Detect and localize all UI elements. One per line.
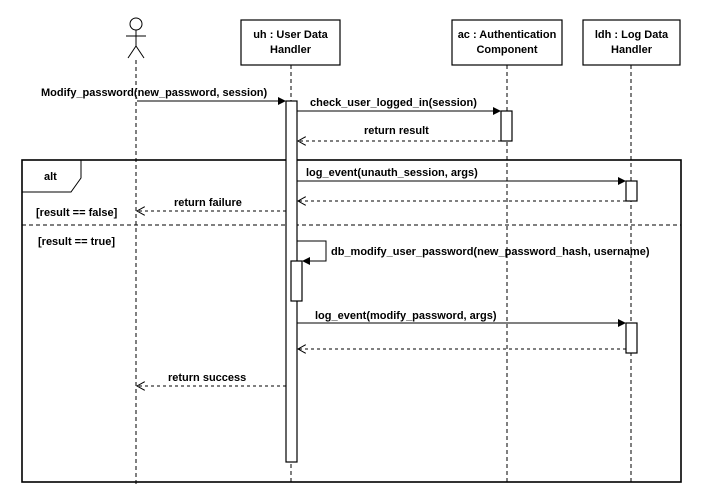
alt-operator-label: alt bbox=[44, 171, 57, 183]
participant-ldh[interactable]: ldh : Log Data Handler bbox=[582, 19, 681, 66]
participant-uh-label-line2: Handler bbox=[270, 44, 312, 56]
message-db-modify-self-call bbox=[297, 240, 327, 265]
message-log-event-modify-label: log_event(modify_password, args) bbox=[315, 310, 497, 322]
participant-uh[interactable]: uh : User Data Handler bbox=[240, 19, 341, 66]
stick-figure-icon bbox=[126, 17, 146, 59]
participant-ac-label-line1: ac : Authentication bbox=[458, 29, 557, 41]
actor-user[interactable] bbox=[126, 17, 146, 59]
alt-operator-tab bbox=[22, 159, 82, 193]
alt-fragment bbox=[21, 159, 682, 483]
message-check-user-logged-in-label: check_user_logged_in(session) bbox=[310, 97, 477, 109]
return-failure-label: return failure bbox=[174, 197, 242, 209]
activation-ldh-1 bbox=[625, 180, 638, 202]
message-log-event-unauth-label: log_event(unauth_session, args) bbox=[306, 167, 478, 179]
activation-ac bbox=[500, 110, 513, 142]
message-modify-password-label: Modify_password(new_password, session) bbox=[41, 87, 268, 99]
activation-uh-self bbox=[290, 260, 303, 302]
participant-uh-label-line1: uh : User Data bbox=[253, 29, 328, 41]
message-db-modify-label: db_modify_user_password(new_password_has… bbox=[331, 246, 650, 258]
participant-ac[interactable]: ac : Authentication Component bbox=[451, 19, 563, 66]
participant-ldh-label-line1: ldh : Log Data bbox=[595, 29, 669, 41]
activation-ldh-2 bbox=[625, 322, 638, 354]
return-result-label: return result bbox=[364, 125, 429, 137]
return-success-label: return success bbox=[168, 372, 246, 384]
guard-result-true: [result == true] bbox=[38, 236, 115, 248]
participant-ac-label-line2: Component bbox=[476, 44, 537, 56]
participant-ldh-label-line2: Handler bbox=[611, 44, 653, 56]
guard-result-false: [result == false] bbox=[36, 207, 118, 219]
